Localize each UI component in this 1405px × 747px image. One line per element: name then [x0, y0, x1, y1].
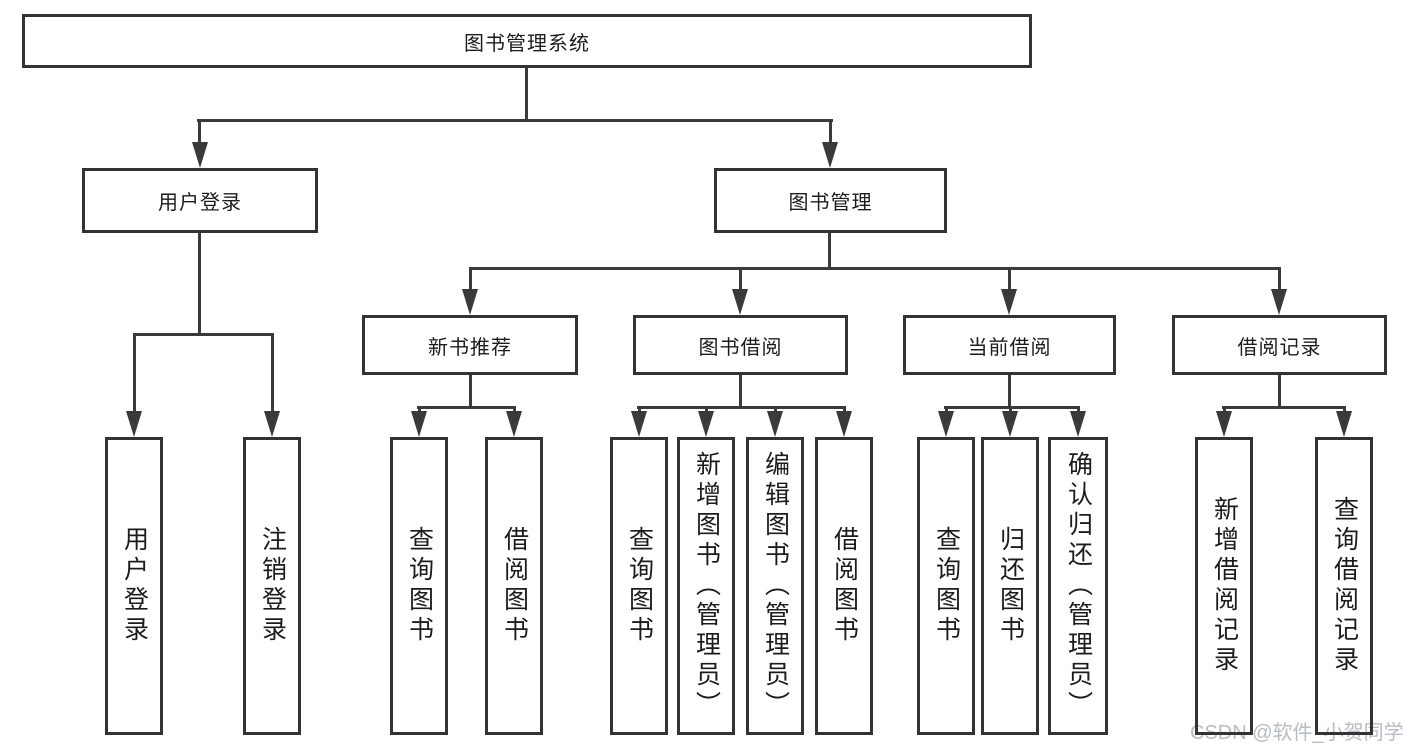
node-current-borrow-label: 当前借阅 — [967, 336, 1052, 359]
leaf-logout: 注销登录 — [243, 437, 301, 735]
edge-newbooks-hline — [417, 406, 516, 409]
node-book-mgmt: 图书管理 — [714, 168, 947, 233]
leaf-rec-query-record: 查询借阅记录 — [1315, 437, 1373, 735]
node-current-borrow: 当前借阅 — [903, 315, 1116, 375]
node-borrow-records-label: 借阅记录 — [1237, 336, 1322, 359]
arrow-to-nb-borrow — [506, 411, 522, 437]
leaf-nb-borrow-books-label: 借阅图书 — [500, 526, 529, 646]
edge-records-stem — [1278, 375, 1281, 409]
edge-borrowing-drop-2 — [705, 406, 708, 414]
edge-userlogin-hline — [133, 333, 274, 336]
leaf-cur-query-books-label: 查询图书 — [932, 526, 961, 646]
edge-root-stem — [525, 68, 528, 120]
arrow-to-current — [1001, 289, 1017, 315]
node-root: 图书管理系统 — [22, 14, 1032, 68]
arrow-to-cur-confirm — [1070, 411, 1086, 437]
edge-bookmgmt-hline — [469, 267, 1281, 270]
node-user-login: 用户登录 — [82, 168, 318, 233]
csdn-watermark: CSDN @软件_小贺同学 — [1190, 722, 1404, 744]
leaf-logout-label: 注销登录 — [258, 526, 287, 646]
edge-borrowing-drop-4 — [843, 406, 846, 414]
arrow-to-leaf-logout — [264, 411, 280, 437]
edge-current-drop-1 — [945, 406, 948, 414]
edge-bookmgmt-drop-3 — [1008, 267, 1011, 292]
edge-bookmgmt-drop-2 — [739, 267, 742, 292]
edge-bookmgmt-drop-1 — [469, 267, 472, 292]
node-borrowing-label: 图书借阅 — [698, 336, 783, 359]
leaf-cur-return-books: 归还图书 — [981, 437, 1039, 735]
node-user-login-label: 用户登录 — [158, 192, 242, 214]
arrow-to-rec-query — [1336, 411, 1352, 437]
leaf-bw-add-books-admin-label: 新增图书（管理员） — [692, 451, 721, 721]
edge-records-drop-2 — [1343, 406, 1346, 414]
edge-root-hline — [197, 119, 833, 122]
arrow-to-bw-edit — [767, 411, 783, 437]
leaf-bw-borrow-books-label: 借阅图书 — [830, 526, 859, 646]
arrow-to-leaf-user-login — [126, 411, 142, 437]
node-new-books-label: 新书推荐 — [428, 336, 512, 359]
arrow-to-user-login — [192, 142, 208, 168]
node-borrow-records: 借阅记录 — [1172, 315, 1387, 375]
edge-current-hline — [944, 406, 1080, 409]
leaf-cur-confirm-return-admin: 确认归还（管理员） — [1048, 437, 1108, 735]
arrow-to-nb-query — [411, 411, 427, 437]
node-root-label: 图书管理系统 — [464, 32, 590, 55]
arrow-to-book-mgmt — [822, 142, 838, 168]
arrow-to-bw-borrow — [836, 411, 852, 437]
leaf-user-login: 用户登录 — [105, 437, 163, 735]
leaf-cur-return-books-label: 归还图书 — [996, 526, 1025, 646]
arrow-to-cur-query — [938, 411, 954, 437]
edge-root-drop-right — [829, 119, 832, 146]
leaf-bw-query-books-label: 查询图书 — [625, 526, 654, 646]
arrow-to-borrowing — [732, 289, 748, 315]
arrow-to-rec-add — [1216, 411, 1232, 437]
leaf-cur-query-books: 查询图书 — [917, 437, 975, 735]
arrow-to-records — [1271, 289, 1287, 315]
leaf-bw-query-books: 查询图书 — [610, 437, 668, 735]
node-borrowing: 图书借阅 — [633, 315, 848, 375]
leaf-bw-edit-books-admin-label: 编辑图书（管理员） — [761, 451, 790, 721]
edge-records-drop-1 — [1223, 406, 1226, 414]
edge-newbooks-drop-2 — [513, 406, 516, 414]
leaf-cur-confirm-return-admin-label: 确认归还（管理员） — [1064, 451, 1093, 721]
leaf-user-login-label: 用户登录 — [120, 526, 149, 646]
edge-borrowing-drop-3 — [774, 406, 777, 414]
leaf-rec-add-record-label: 新增借阅记录 — [1210, 496, 1239, 676]
edge-borrowing-stem — [739, 375, 742, 409]
leaf-rec-query-record-label: 查询借阅记录 — [1330, 496, 1359, 676]
edge-borrowing-hline — [637, 406, 846, 409]
arrow-to-bw-query — [631, 411, 647, 437]
node-book-mgmt-label: 图书管理 — [788, 192, 873, 214]
leaf-nb-query-books: 查询图书 — [390, 437, 448, 735]
edge-borrowing-drop-1 — [638, 406, 641, 414]
leaf-bw-edit-books-admin: 编辑图书（管理员） — [746, 437, 804, 735]
edge-bookmgmt-stem — [828, 233, 831, 270]
arrow-to-new-books — [462, 289, 478, 315]
leaf-nb-query-books-label: 查询图书 — [405, 526, 434, 646]
arrow-to-cur-return — [1002, 411, 1018, 437]
edge-bookmgmt-drop-4 — [1278, 267, 1281, 292]
leaf-bw-borrow-books: 借阅图书 — [815, 437, 873, 735]
edge-current-drop-3 — [1077, 406, 1080, 414]
edge-current-drop-2 — [1009, 406, 1012, 414]
leaf-rec-add-record: 新增借阅记录 — [1195, 437, 1253, 735]
edge-userlogin-drop-right — [271, 333, 274, 413]
edge-userlogin-drop-left — [133, 333, 136, 413]
edge-newbooks-drop-1 — [418, 406, 421, 414]
edge-current-stem — [1008, 375, 1011, 409]
leaf-bw-add-books-admin: 新增图书（管理员） — [677, 437, 735, 735]
edge-newbooks-stem — [469, 375, 472, 409]
edge-root-drop-left — [198, 119, 201, 146]
node-new-books: 新书推荐 — [362, 315, 578, 375]
edge-userlogin-stem — [198, 233, 201, 336]
arrow-to-bw-add — [698, 411, 714, 437]
leaf-nb-borrow-books: 借阅图书 — [485, 437, 543, 735]
edge-records-hline — [1222, 406, 1346, 409]
